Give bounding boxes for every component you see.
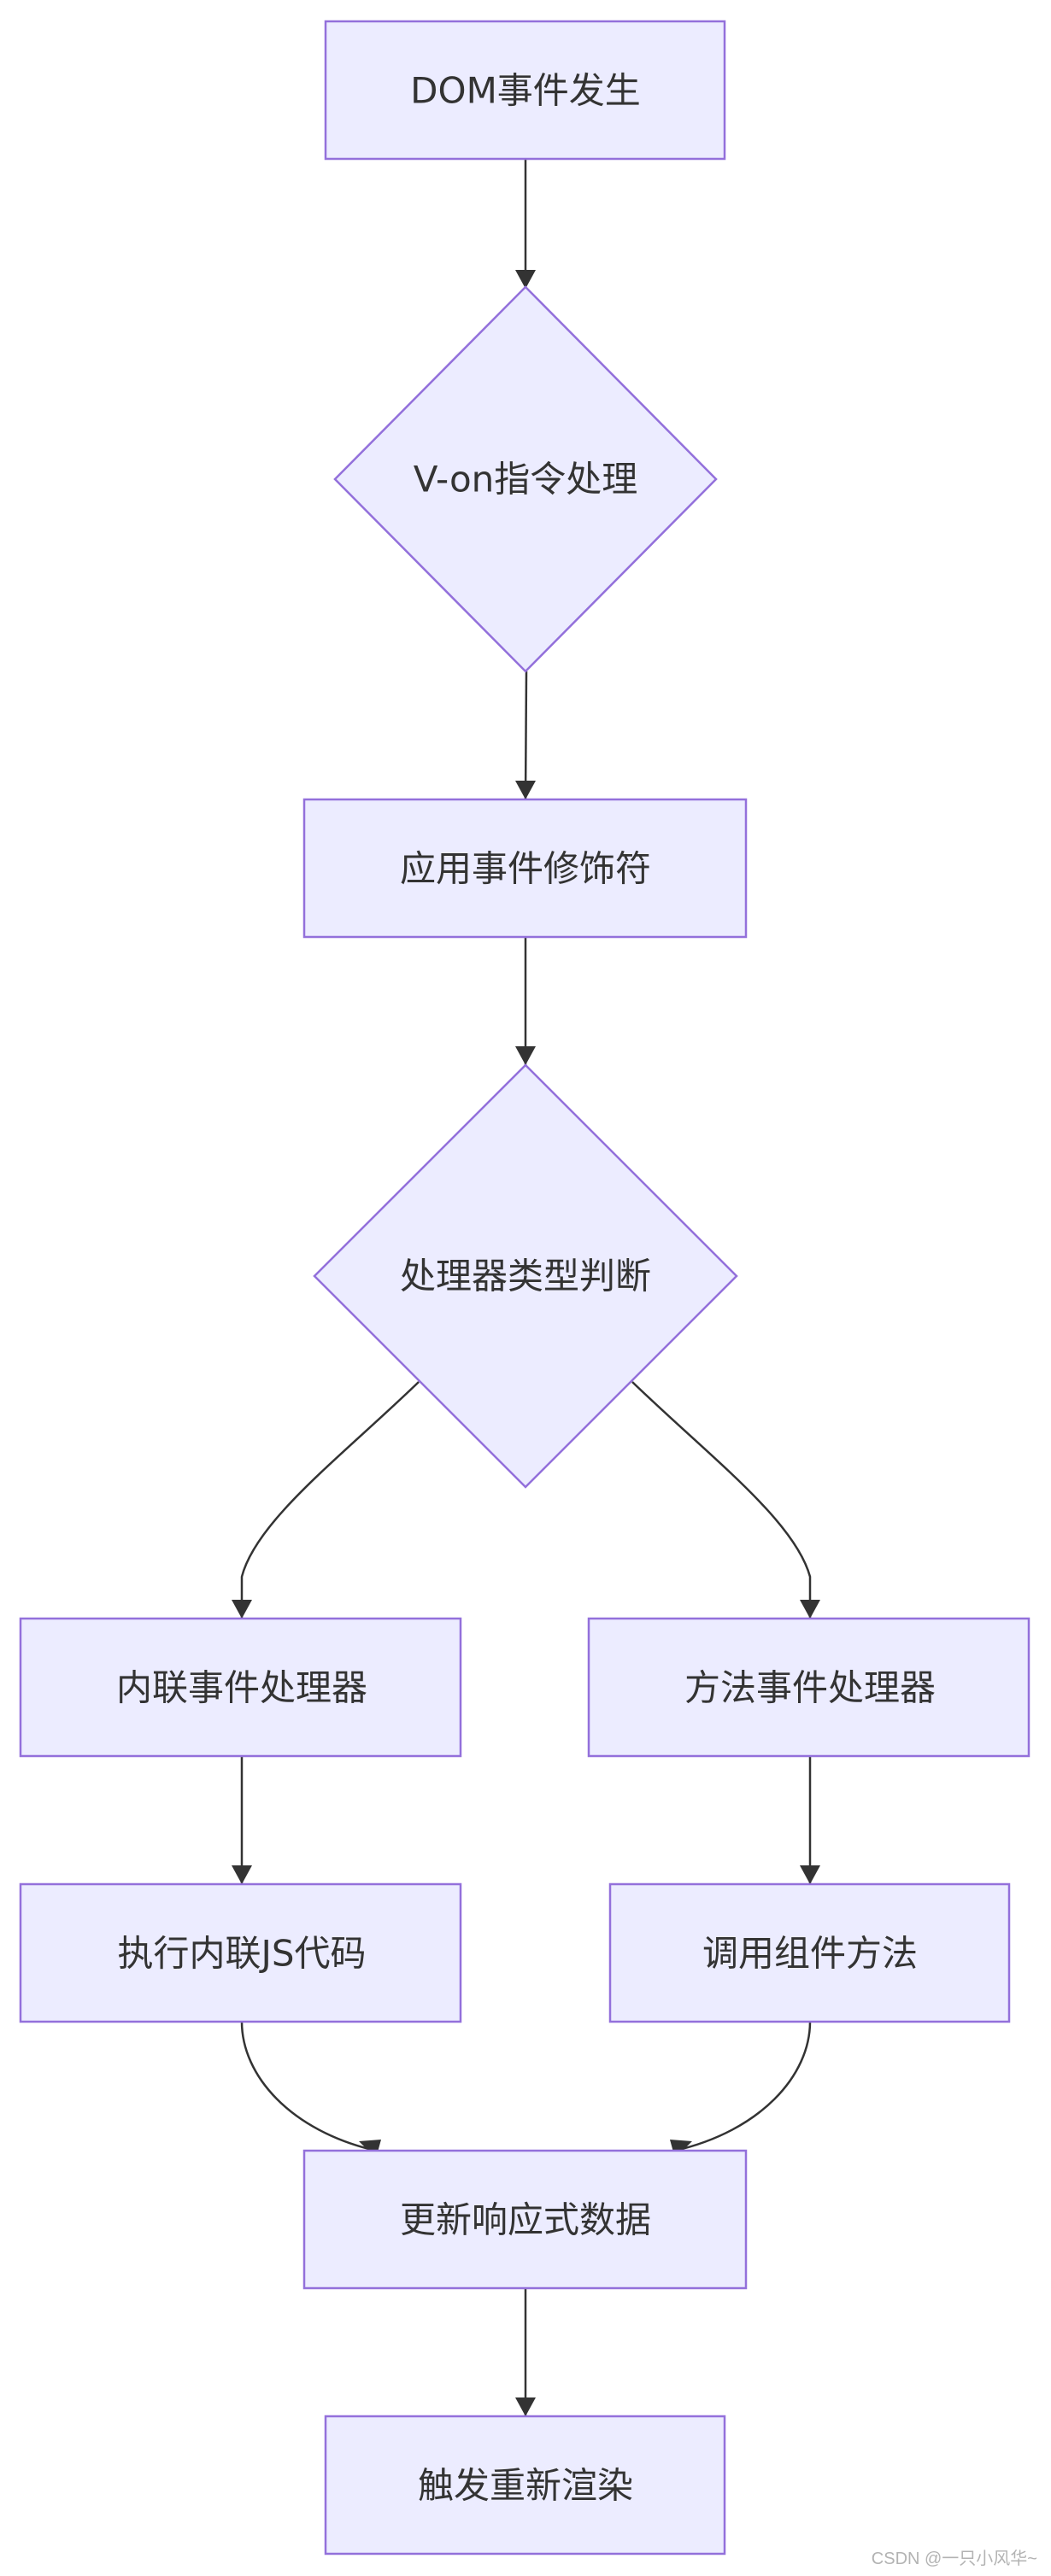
edges [240, 159, 812, 2416]
node-modifiers: 应用事件修饰符 [302, 798, 748, 939]
edge-type-check-to-method [631, 1381, 812, 1619]
arrowhead-type-check [515, 1046, 536, 1065]
nodes: DOM事件发生 V-on指令处理 应用事件修饰符 处理器类型判断 内联事件处理器… [19, 20, 1030, 2556]
node-update-data-label: 更新响应式数据 [400, 2199, 651, 2241]
node-inline-handler: 内联事件处理器 [19, 1617, 462, 1758]
node-exec-inline-label: 执行内联JS代码 [117, 1933, 366, 1975]
node-update-data: 更新响应式数据 [302, 2149, 748, 2290]
node-call-method-label: 调用组件方法 [702, 1933, 918, 1975]
node-inline-handler-label: 内联事件处理器 [116, 1667, 367, 1709]
watermark: CSDN @一只小风华~ [871, 2550, 1037, 2568]
node-von: V-on指令处理 [333, 285, 718, 673]
node-dom-event: DOM事件发生 [324, 20, 726, 161]
node-rerender-label: 触发重新渲染 [418, 2465, 633, 2507]
arrowhead-von [515, 270, 536, 289]
edge-exec-to-update [240, 2021, 377, 2152]
arrowhead-method [800, 1600, 820, 1619]
node-dom-event-label: DOM事件发生 [410, 70, 641, 112]
edge-call-to-update [674, 2021, 812, 2152]
arrowhead-rerender [515, 2397, 536, 2416]
node-exec-inline: 执行内联JS代码 [19, 1882, 462, 2023]
arrowhead-call [800, 1865, 820, 1884]
edge-type-check-to-inline [240, 1381, 420, 1619]
node-rerender: 触发重新渲染 [324, 2415, 726, 2556]
node-call-method: 调用组件方法 [608, 1882, 1011, 2023]
node-method-handler-label: 方法事件处理器 [684, 1667, 936, 1709]
node-type-check-label: 处理器类型判断 [400, 1256, 651, 1297]
node-modifiers-label: 应用事件修饰符 [400, 848, 651, 890]
arrowhead-exec [232, 1865, 252, 1884]
node-method-handler: 方法事件处理器 [587, 1617, 1030, 1758]
arrowhead-inline [232, 1600, 252, 1619]
node-type-check: 处理器类型判断 [313, 1063, 738, 1489]
node-von-label: V-on指令处理 [414, 459, 638, 501]
arrowhead-modifiers [515, 781, 536, 799]
